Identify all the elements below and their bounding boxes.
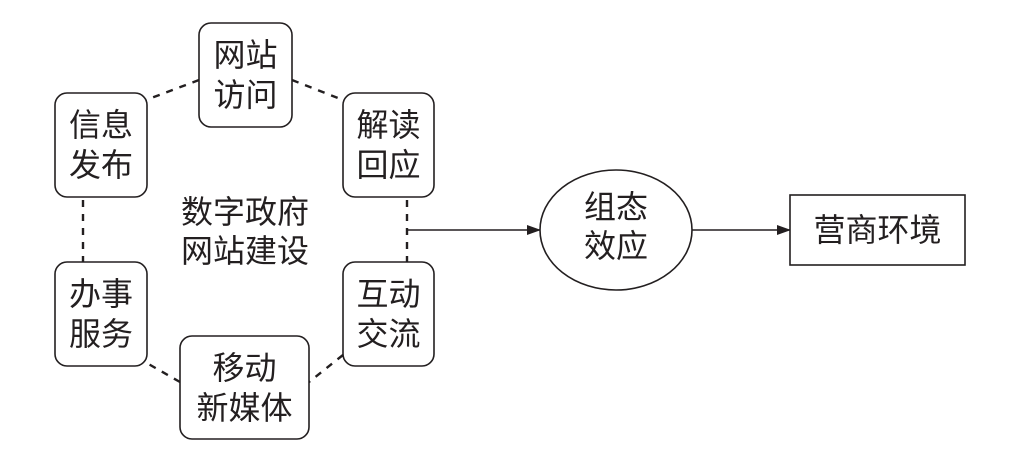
component-services: 办事 服务: [54, 261, 148, 367]
component-interpret-respond-line1: 解读: [356, 106, 420, 144]
component-info-release-line2: 发布: [69, 146, 133, 184]
component-interpret-respond: 解读 回应: [342, 92, 435, 198]
dashed-ring: [81, 78, 409, 384]
component-interaction: 互动 交流: [342, 261, 435, 367]
component-site-visit: 网站 访问: [198, 22, 293, 128]
component-site-visit-line2: 访问: [213, 76, 277, 114]
component-interpret-respond-line2: 回应: [356, 146, 420, 184]
center-label-line2: 网站建设: [181, 232, 309, 270]
component-interaction-line2: 交流: [356, 315, 420, 353]
center-label-line1: 数字政府: [181, 193, 309, 231]
component-info-release-line1: 信息: [69, 106, 133, 144]
component-mobile-media: 移动 新媒体: [179, 335, 310, 440]
component-services-line2: 服务: [69, 315, 133, 353]
outcome-node: 营商环境: [789, 194, 966, 266]
center-label: 数字政府 网站建设: [181, 193, 309, 270]
outcome-node-label: 营商环境: [813, 211, 941, 249]
component-mobile-media-line1: 移动: [212, 349, 276, 387]
component-info-release: 信息 发布: [54, 92, 148, 198]
effect-node-line2: 效应: [584, 227, 648, 265]
effect-node: 组态 效应: [539, 169, 693, 291]
component-interaction-line1: 互动: [356, 275, 420, 313]
component-site-visit-line1: 网站: [213, 36, 277, 74]
effect-node-line1: 组态: [584, 188, 648, 226]
component-services-line1: 办事: [69, 275, 133, 313]
component-mobile-media-line2: 新媒体: [196, 389, 292, 427]
